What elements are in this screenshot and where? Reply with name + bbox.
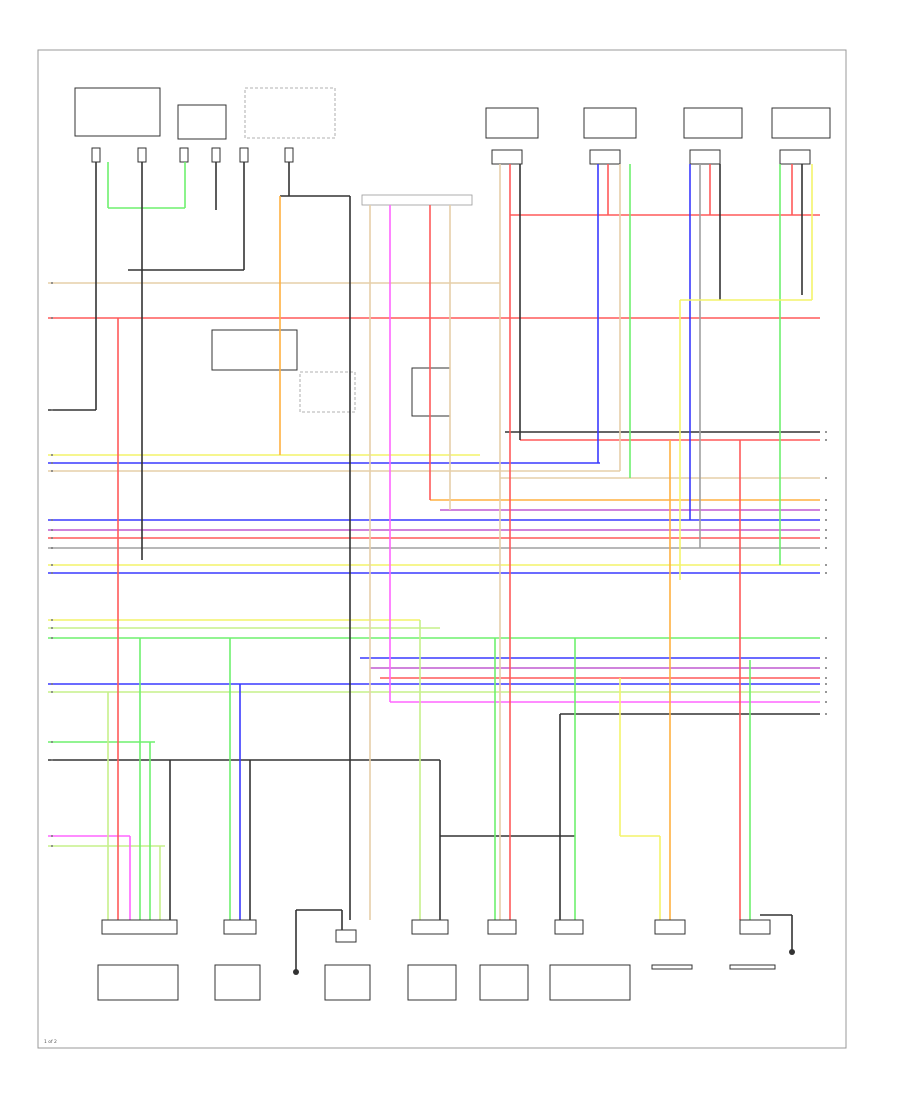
wires bbox=[48, 162, 820, 970]
ground-symbol-right bbox=[789, 949, 795, 955]
component-top-5 bbox=[583, 107, 637, 139]
right-pin-markers bbox=[825, 431, 827, 715]
component-top-4 bbox=[485, 107, 539, 139]
component-top-6 bbox=[683, 107, 743, 139]
component-mid-1 bbox=[211, 329, 298, 371]
left-pin-markers bbox=[51, 282, 53, 847]
component-bottom-6 bbox=[549, 964, 631, 1001]
top-components bbox=[74, 87, 831, 417]
component-mid-2 bbox=[411, 367, 451, 417]
relay-top bbox=[361, 194, 473, 206]
top-connector-stubs bbox=[91, 147, 811, 165]
component-top-1 bbox=[74, 87, 161, 137]
component-top-2 bbox=[177, 104, 227, 140]
component-top-3 bbox=[244, 87, 336, 139]
component-bottom-5 bbox=[479, 964, 529, 1001]
component-mid-3 bbox=[299, 371, 356, 413]
component-bottom-3 bbox=[324, 964, 371, 1001]
bottom-components bbox=[97, 919, 795, 1001]
component-bottom-7 bbox=[651, 964, 693, 970]
ground-symbol bbox=[293, 969, 299, 975]
component-bottom-1 bbox=[97, 964, 179, 1001]
diagram-border bbox=[37, 49, 847, 1049]
component-bottom-4 bbox=[407, 964, 457, 1001]
component-bottom-8 bbox=[729, 964, 776, 970]
footer-code: 1 of 2 bbox=[44, 1039, 57, 1045]
component-top-7 bbox=[771, 107, 831, 139]
component-bottom-2 bbox=[214, 964, 261, 1001]
